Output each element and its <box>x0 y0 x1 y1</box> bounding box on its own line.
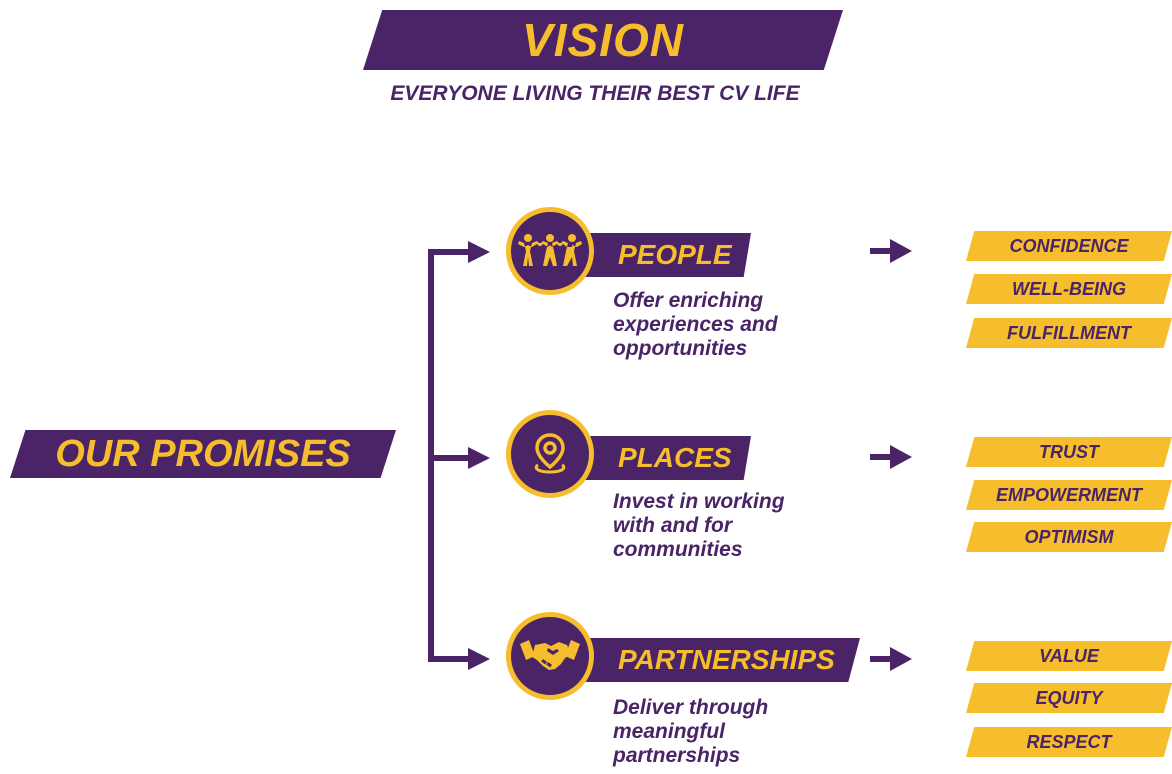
places-values-arrow-line <box>870 454 892 460</box>
people-description: Offer enriching experiences and opportun… <box>613 289 853 361</box>
partnerships-values-arrow-line <box>870 656 892 662</box>
description-line: meaningful <box>613 720 726 743</box>
places-circle <box>506 410 594 498</box>
description-line: Offer enriching <box>613 289 764 312</box>
promises-banner <box>10 430 396 478</box>
people-values-arrow-head <box>890 239 912 263</box>
partnerships-values-arrow-head <box>890 647 912 671</box>
description-line: with and for <box>613 514 732 537</box>
value-tag-confidence: CONFIDENCE <box>966 231 1172 261</box>
connector-branch-people <box>428 249 474 255</box>
promises-title: OUR PROMISES <box>55 432 351 475</box>
value-tag-optimism: OPTIMISM <box>966 522 1172 552</box>
connector-arrow-places <box>468 447 490 469</box>
description-line: communities <box>613 538 743 561</box>
partnerships-label: PARTNERSHIPS <box>618 644 835 675</box>
value-tag-respect: RESPECT <box>966 727 1172 757</box>
value-tag-empowerment: EMPOWERMENT <box>966 480 1172 510</box>
places-description: Invest in working with and for communiti… <box>613 490 853 562</box>
places-label: PLACES <box>618 442 732 473</box>
description-line: partnerships <box>613 744 741 767</box>
people-group-icon <box>518 234 582 266</box>
location-pin-icon <box>534 433 566 474</box>
description-line: Invest in working <box>613 490 785 513</box>
value-tag-equity: EQUITY <box>966 683 1172 713</box>
places-banner <box>568 436 751 480</box>
connector-arrow-people <box>468 241 490 263</box>
value-tag-value: VALUE <box>966 641 1172 671</box>
value-tag-trust: TRUST <box>966 437 1172 467</box>
places-values-arrow-head <box>890 445 912 469</box>
value-tag-fulfillment: FULFILLMENT <box>966 318 1172 348</box>
partnerships-circle <box>506 612 594 700</box>
connector-branch-places <box>428 455 474 461</box>
partnerships-banner <box>568 638 860 682</box>
people-values-arrow-line <box>870 248 892 254</box>
description-line: experiences and <box>613 313 778 336</box>
vision-subtitle: EVERYONE LIVING THEIR BEST CV LIFE <box>390 82 800 105</box>
people-circle <box>506 207 594 295</box>
handshake-icon <box>520 640 580 670</box>
connector-branch-partnerships <box>428 656 474 662</box>
value-tag-well-being: WELL-BEING <box>966 274 1172 304</box>
vision-title: VISION <box>522 14 684 66</box>
partnerships-description: Deliver through meaningful partnerships <box>613 696 853 768</box>
people-label: PEOPLE <box>618 239 732 270</box>
connector-arrow-partnerships <box>468 648 490 670</box>
people-banner <box>568 233 751 277</box>
vision-banner <box>363 10 843 70</box>
description-line: Deliver through <box>613 696 769 719</box>
description-line: opportunities <box>613 337 748 360</box>
